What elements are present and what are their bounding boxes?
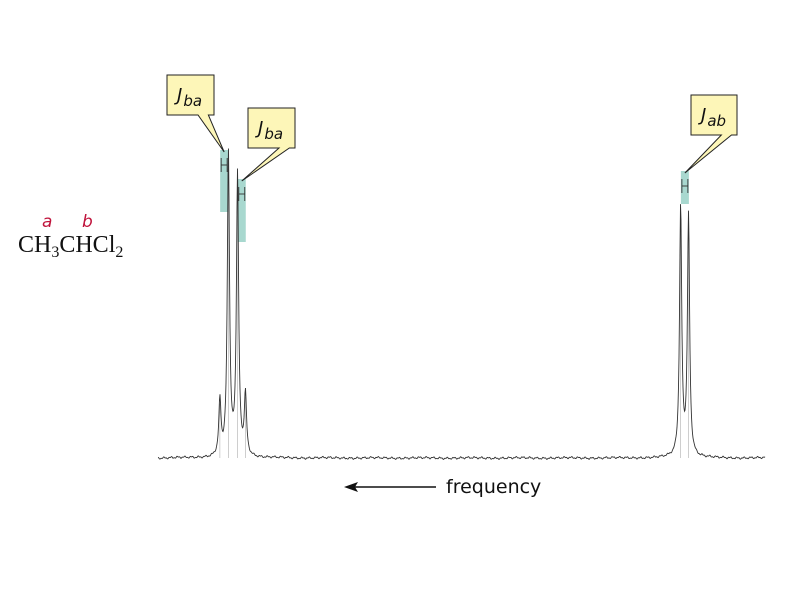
callout-box-2 [684,94,738,174]
arrow-head-icon [344,482,358,492]
formula-sub-3: 3 [51,244,60,261]
callout-j-0: J [174,85,182,106]
coupling-bar-2 [680,171,689,204]
formula-text: CH3CHCl2 [18,232,123,262]
formula-chcl: CHCl [59,232,116,258]
coupling-bar-0 [220,150,229,212]
callout-box-0 [166,74,225,153]
coupling-bar-1 [237,179,246,242]
frequency-label: frequency [446,476,542,498]
label-a: a [42,212,53,232]
label-b: b [82,212,93,232]
callout-subscript-1: ba [264,125,283,143]
spectrum-trace [157,148,766,460]
callout-label-0: Jba [174,85,202,110]
callout-subscript-0: ba [183,92,202,110]
coupling-bars [220,150,689,242]
callout-label-2: Jab [698,105,726,130]
formula-ch: CH [18,232,52,258]
callout-j-1: J [255,118,263,139]
callout-j-2: J [698,105,706,126]
frequency-arrow [344,482,436,492]
formula-sub-2: 2 [115,244,124,261]
spectrum-trace-group [157,148,766,460]
callout-subscript-2: ab [707,112,726,130]
callout-label-1: Jba [255,118,283,143]
callout-box-1 [241,107,296,182]
